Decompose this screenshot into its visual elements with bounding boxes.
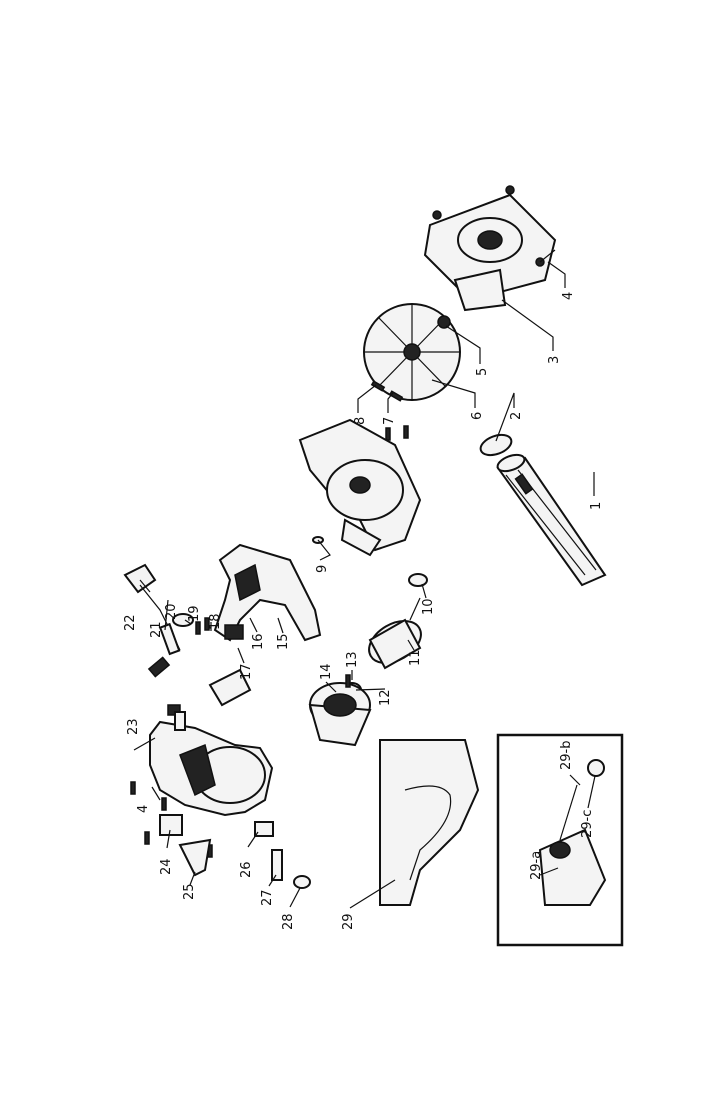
label-29-b: 29-b [559, 741, 574, 771]
label-22: 22 [123, 614, 138, 631]
blower-nozzle-tube [495, 452, 605, 585]
fan-nut [438, 316, 450, 328]
label-17: 17 [239, 663, 254, 680]
label-26: 26 [239, 861, 254, 878]
label-8: 8 [353, 417, 368, 425]
label-4-left: 4 [136, 805, 151, 813]
label-18: 18 [208, 613, 223, 630]
label-29: 29 [341, 913, 356, 930]
fan-housing [300, 420, 420, 555]
label-9: 9 [315, 565, 330, 573]
label-13: 13 [345, 651, 360, 668]
label-28: 28 [281, 913, 296, 930]
bearing-10 [409, 574, 427, 586]
label-1: 1 [589, 502, 604, 510]
label-10: 10 [421, 598, 436, 615]
label-5: 5 [475, 368, 490, 376]
nozzle-ring [478, 431, 514, 459]
label-23: 23 [126, 718, 141, 735]
label-4: 4 [561, 292, 576, 300]
label-6: 6 [470, 412, 485, 420]
label-29-a: 29-a [529, 851, 544, 880]
label-3: 3 [547, 356, 562, 364]
label-24: 24 [159, 858, 174, 875]
label-29-c: 29-c [580, 810, 595, 838]
label-20: 20 [164, 603, 179, 620]
motor-cover [310, 675, 370, 745]
label-12: 12 [378, 689, 393, 706]
label-14: 14 [319, 663, 334, 680]
label-15: 15 [276, 633, 291, 650]
label-11: 11 [408, 649, 423, 666]
brush-holder-parts [149, 657, 185, 730]
label-2: 2 [509, 412, 524, 420]
label-21: 21 [149, 621, 164, 638]
label-19: 19 [187, 605, 202, 622]
adapter-parts [255, 822, 310, 888]
label-plate-24 [160, 815, 182, 835]
label-25: 25 [182, 883, 197, 900]
main-body-housing [150, 722, 272, 815]
part-labels: 1 2 3 4 5 6 7 8 9 10 11 12 13 14 15 16 1… [123, 292, 604, 930]
blower-housing-cover [425, 186, 555, 310]
clip-25 [180, 840, 210, 875]
label-7: 7 [382, 417, 397, 425]
label-27: 27 [260, 889, 275, 906]
label-16: 16 [251, 633, 266, 650]
